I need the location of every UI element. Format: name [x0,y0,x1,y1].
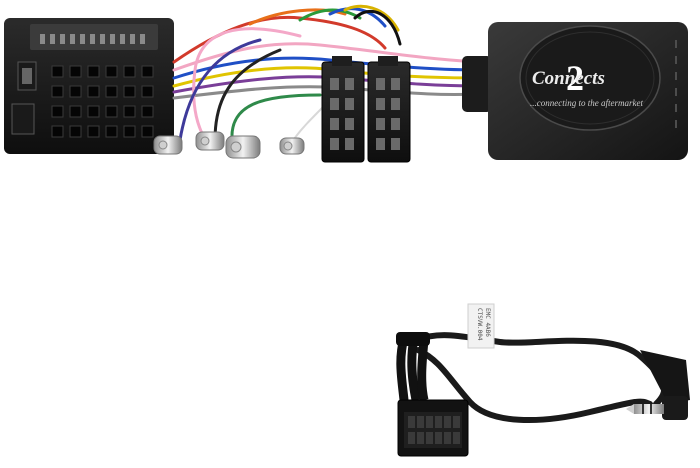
vehicle-connector [4,18,174,154]
label-line-1: CTSVW.004 [476,308,483,341]
brand-logo: Connects [532,68,605,89]
molex-connector [397,399,469,457]
cable-label: CTSVW.004 EMC 4AB6 [467,303,495,349]
iso-connector-left [321,56,365,163]
brand-tagline: ...connecting to the aftermarket [530,98,643,108]
cable-strain-relief [462,56,492,112]
interface-module: 2 Connects ...connecting to the aftermar… [488,22,688,160]
iso-connector-right [367,56,411,163]
brand-number: 2 [566,58,584,98]
jack-plug-3-5mm [626,350,690,420]
antenna-connectors [153,131,305,159]
label-line-2: EMC 4AB6 [484,308,491,337]
